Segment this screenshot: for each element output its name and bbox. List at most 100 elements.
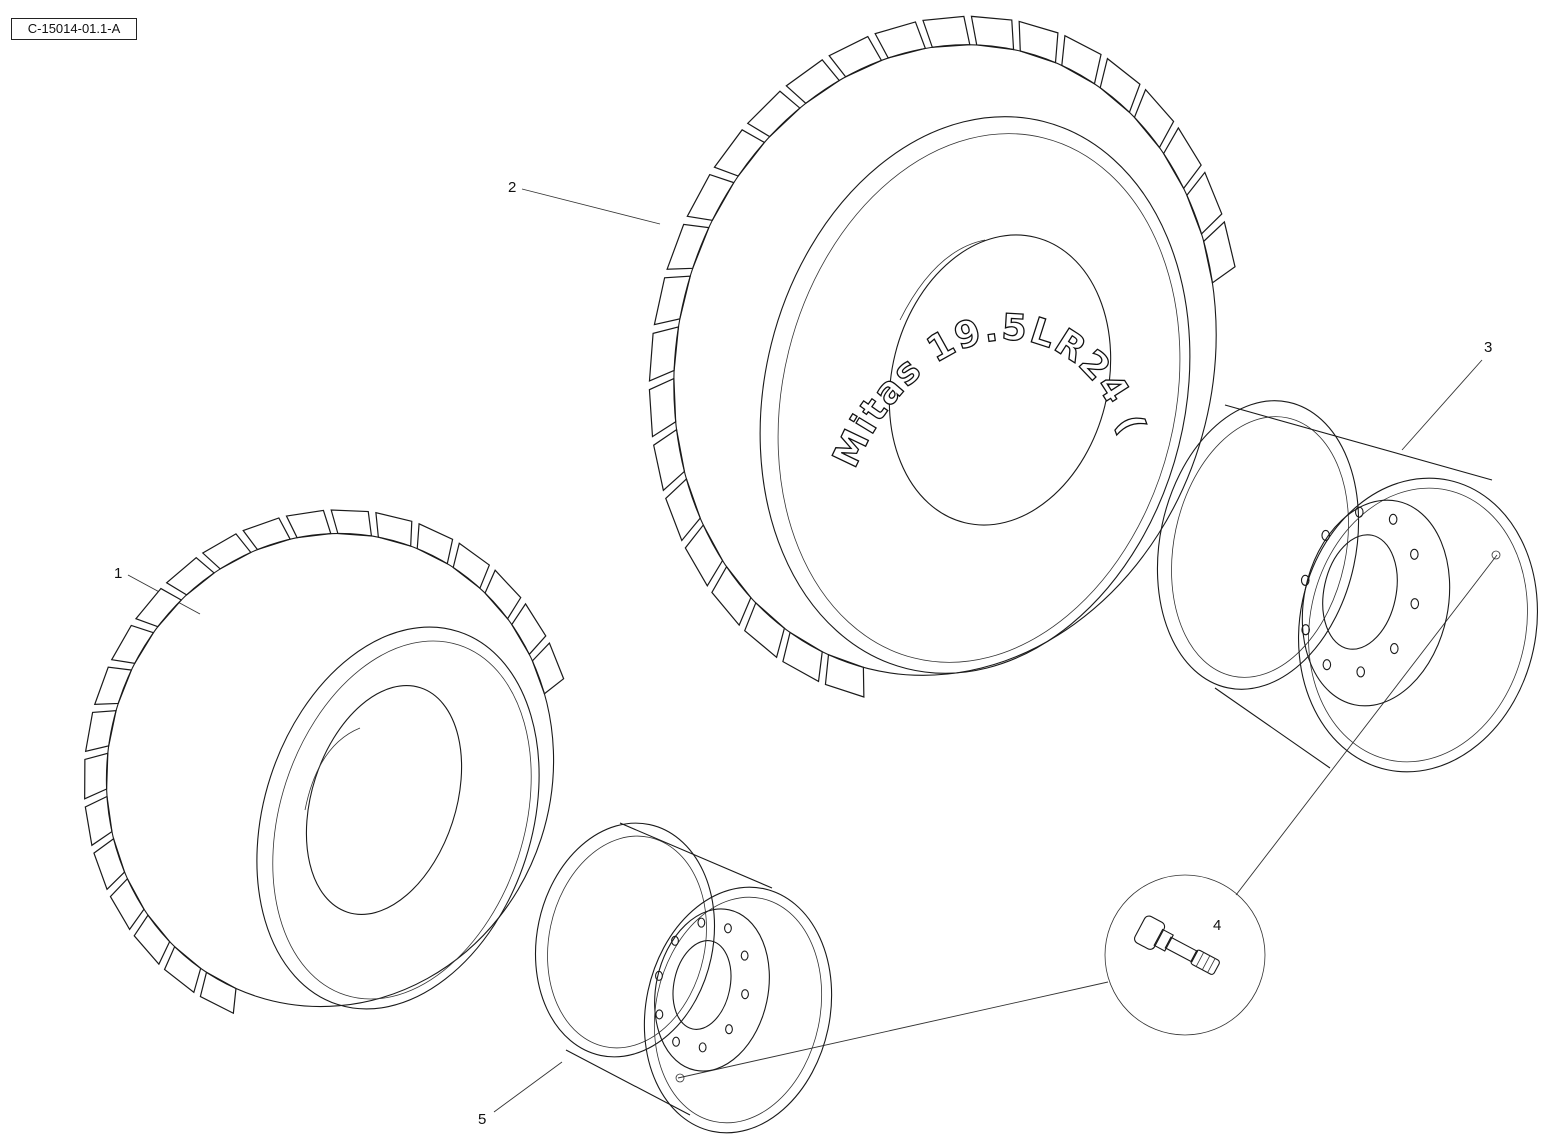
tire-small-lug bbox=[93, 666, 133, 706]
rim-small-back-flange bbox=[534, 822, 716, 1058]
tire-large-lug bbox=[1133, 88, 1175, 149]
tire-small-tread-lugs bbox=[84, 509, 565, 1015]
tire-small-lug bbox=[84, 795, 113, 847]
tire-large-lug bbox=[970, 15, 1015, 51]
rim-small-back-flange-inner bbox=[547, 835, 707, 1049]
rim-small-bolt-hole bbox=[724, 923, 732, 934]
rim-large-bolt-hole bbox=[1301, 624, 1310, 636]
leader-line-2 bbox=[521, 188, 661, 225]
rim-small-barrel bbox=[565, 822, 773, 1116]
rim-small-disc bbox=[654, 908, 770, 1072]
tire-small-lug bbox=[330, 509, 373, 537]
rim-large-front-flange-inner bbox=[1308, 487, 1528, 763]
valve-detail-circle bbox=[1104, 874, 1266, 1036]
tire-small-lug bbox=[484, 569, 522, 620]
rim-small-valve-hole bbox=[675, 1073, 685, 1083]
rim-small-bolt-hole bbox=[740, 950, 749, 961]
leader-line-4b bbox=[677, 981, 1109, 1079]
tire-small-lug bbox=[285, 509, 332, 539]
tire-small bbox=[84, 509, 565, 1015]
tire-small-lug bbox=[110, 624, 155, 664]
callout-3: 3 bbox=[1484, 339, 1493, 356]
tire-large: Mitas 19.5LR24 (495/70R24) 167A8 bbox=[0, 0, 1236, 698]
drawing-reference-label: C-15014-01.1-A bbox=[11, 18, 137, 40]
tire-small-lug bbox=[109, 877, 145, 931]
valve-stem-detail bbox=[1104, 874, 1266, 1036]
rim-small-bolt-hole bbox=[725, 1024, 733, 1035]
tire-large-lug bbox=[922, 15, 971, 48]
rim-large-bolt-hole bbox=[1300, 574, 1310, 586]
tire-small-lug bbox=[416, 522, 454, 565]
tire-large-lug bbox=[1202, 220, 1236, 284]
tire-small-lug bbox=[133, 914, 171, 966]
tire-large-lug bbox=[828, 35, 883, 78]
rim-large-valve-hole bbox=[1491, 550, 1501, 560]
rim-large-bolt-hole bbox=[1322, 659, 1332, 671]
rim-small-bolt-hole bbox=[655, 970, 663, 981]
tire-small-lug bbox=[134, 587, 183, 628]
tire-small-lug bbox=[163, 945, 202, 994]
tire-small-lug bbox=[242, 517, 292, 551]
tire-large-lug bbox=[713, 129, 766, 177]
leader-line-4 bbox=[1235, 554, 1498, 896]
rim-small-bolt-hole bbox=[698, 1042, 707, 1053]
tire-small-lug bbox=[93, 837, 126, 891]
rim-large-disc bbox=[1301, 499, 1451, 707]
callout-1: 1 bbox=[114, 565, 123, 582]
rim-large-front-flange bbox=[1297, 477, 1539, 773]
tire-small-sidewall-rib bbox=[272, 640, 532, 1000]
rim-large-bolt-hole bbox=[1410, 548, 1419, 560]
valve-stem-base bbox=[1134, 915, 1166, 950]
tire-small-lug bbox=[201, 533, 252, 570]
wheel-rim-large bbox=[1156, 400, 1539, 773]
leader-line-3 bbox=[1401, 359, 1483, 451]
tire-large-lug bbox=[648, 326, 680, 382]
tire-large-lug bbox=[648, 377, 677, 438]
tire-large-tread-lugs bbox=[648, 15, 1236, 698]
tire-large-inner-bead-edge bbox=[899, 239, 986, 321]
callout-2: 2 bbox=[508, 179, 517, 196]
tire-large-outer-edge bbox=[673, 44, 1217, 676]
rim-large-bolt-hole bbox=[1389, 643, 1399, 655]
tire-large-lug bbox=[711, 565, 752, 627]
leader-lines bbox=[127, 188, 1498, 1113]
tire-small-lug bbox=[511, 602, 547, 656]
tire-small-inner-bead-edge bbox=[304, 727, 361, 811]
tire-small-bead-opening bbox=[305, 685, 463, 915]
rim-small-bolt-hole bbox=[655, 1009, 664, 1020]
tire-large-lug bbox=[1162, 126, 1202, 190]
rim-large-bolt-holes bbox=[1300, 506, 1420, 678]
tire-large-lug bbox=[653, 275, 692, 326]
tire-small-lug bbox=[84, 752, 109, 800]
rim-small-bolt-hole bbox=[697, 917, 706, 928]
rim-small-bolt-hole bbox=[672, 1036, 680, 1047]
tire-large-lug bbox=[1099, 57, 1141, 114]
tire-small-lug bbox=[165, 556, 216, 596]
tire-small-sidewall bbox=[256, 626, 540, 1010]
rim-small-front-flange bbox=[643, 886, 833, 1134]
tire-large-bead-opening bbox=[888, 234, 1112, 526]
valve-stem bbox=[1134, 915, 1220, 975]
tire-large-lug bbox=[824, 653, 865, 698]
tire-small-lug bbox=[84, 710, 117, 753]
tire-large-sidewall-lettering: Mitas 19.5LR24 (495/70R24) 167A8 bbox=[0, 0, 1153, 474]
rim-large-barrel bbox=[1214, 404, 1493, 769]
callout-5: 5 bbox=[478, 1111, 487, 1128]
rim-large-bolt-hole bbox=[1388, 513, 1398, 525]
rim-small-center-bore bbox=[672, 940, 732, 1030]
tire-large-lug bbox=[874, 21, 927, 59]
tire-small-outer-edge bbox=[105, 532, 555, 1008]
tire-small-lug bbox=[531, 641, 565, 695]
tire-small-lug bbox=[199, 971, 237, 1015]
tire-large-lug bbox=[653, 428, 686, 492]
rim-large-bolt-hole bbox=[1356, 666, 1366, 678]
rim-small-bolt-hole bbox=[671, 935, 679, 946]
tire-large-sidewall bbox=[759, 116, 1191, 674]
tire-small-lug bbox=[375, 511, 413, 547]
tire-large-sidewall-rib bbox=[777, 133, 1181, 663]
tire-large-lug bbox=[746, 90, 801, 138]
wheel-rim-small bbox=[534, 822, 833, 1134]
tire-large-lug bbox=[1061, 34, 1102, 85]
rim-small-bolt-hole bbox=[741, 989, 749, 1000]
rim-large-bolt-hole bbox=[1410, 598, 1420, 610]
